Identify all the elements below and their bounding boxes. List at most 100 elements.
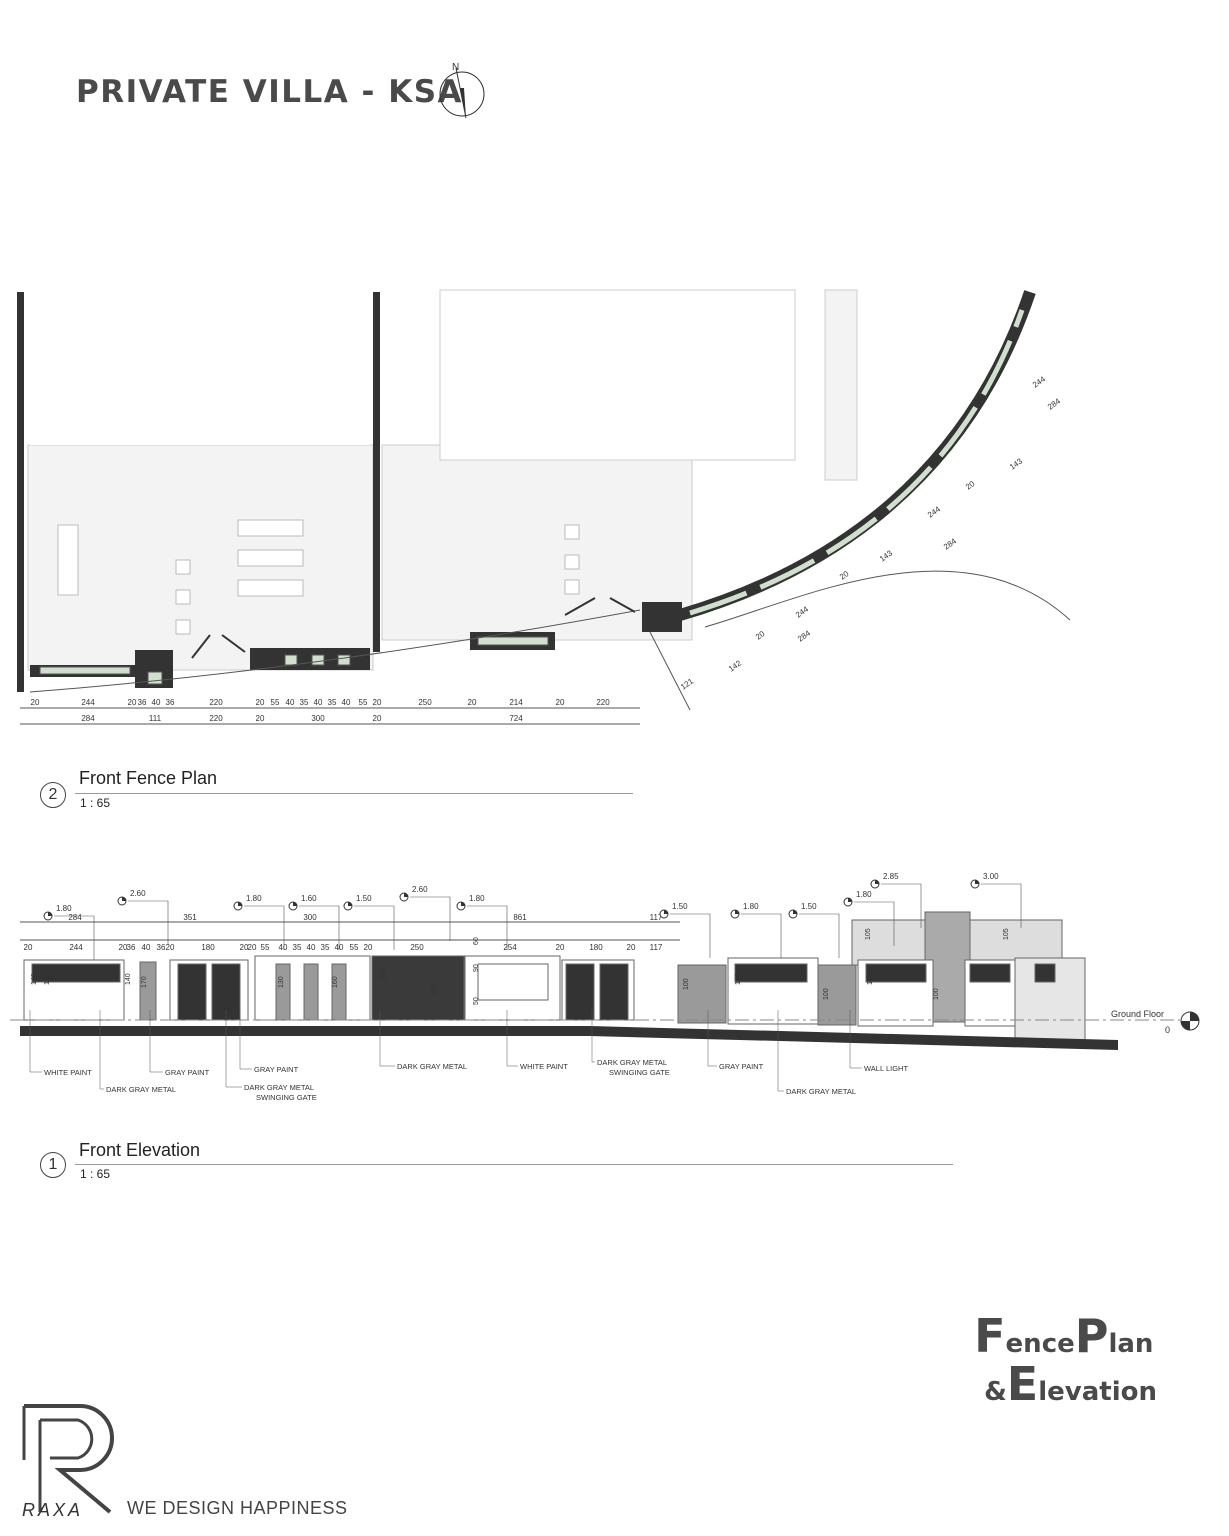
plan-dim-label: 111	[149, 714, 162, 723]
plan-curve-dim-label: 20	[754, 629, 767, 642]
elev-dim-label: 36	[157, 943, 166, 952]
plan-dim-label: 20	[256, 714, 265, 723]
elev-dim-label: 40	[279, 943, 288, 952]
plan-dim-label: 20	[373, 698, 382, 707]
pavers	[57, 519, 580, 635]
elev-dim-label: 20	[556, 943, 565, 952]
elev-dim-label: 20	[166, 943, 175, 952]
plan-curve-dim-label: 20	[838, 569, 851, 582]
level-value: 1.80	[856, 890, 872, 899]
elev-dim-label: 244	[69, 943, 83, 952]
plan-dim-label: 724	[509, 714, 523, 723]
elev-dim-label: 284	[68, 913, 82, 922]
raxa-logo: RAXA	[22, 1404, 114, 1520]
elev-dim-label: 40	[142, 943, 151, 952]
plan-dim-label: 55	[271, 698, 280, 707]
material-label: WALL LIGHT	[864, 1064, 908, 1073]
elevation-title-line	[75, 1164, 953, 1165]
plan-dim-label: 36	[166, 698, 175, 707]
elev-vertical-dim: 50	[473, 997, 480, 1005]
elev-dim-label: 180	[201, 943, 215, 952]
ground-floor-value: 0	[1165, 1025, 1170, 1035]
svg-text:RAXA: RAXA	[22, 1500, 83, 1520]
level-marker: 1.50	[788, 902, 840, 958]
elev-vertical-dim: 140	[125, 973, 132, 985]
level-marker: 1.50	[343, 894, 395, 950]
elev-dim-label: 20	[627, 943, 636, 952]
material-label: DARK GRAY METAL	[397, 1062, 467, 1071]
plan-dim-label: 35	[328, 698, 337, 707]
material-label: DARK GRAY METAL	[244, 1083, 314, 1092]
elev-dim-label: 117	[650, 913, 663, 922]
plan-curve-dim-label: 284	[1046, 396, 1063, 411]
plan-curve-dim-label: 244	[794, 604, 811, 619]
elev-dim-label: 20	[240, 943, 249, 952]
material-label: DARK GRAY METAL	[597, 1058, 667, 1067]
elevation-walls	[23, 911, 1086, 1041]
plan-dim-label: 220	[209, 698, 223, 707]
material-label: GRAY PAINT	[165, 1068, 210, 1077]
project-title: PRIVATE VILLA - KSA	[76, 74, 464, 110]
plan-background	[27, 289, 858, 671]
plan-dim-label: 20	[556, 698, 565, 707]
elev-vertical-dim: 140	[867, 973, 874, 985]
level-marker: 1.80	[843, 890, 895, 946]
plan-dim-label: 40	[314, 698, 323, 707]
plan-dim-label: 220	[596, 698, 610, 707]
material-label: SWINGING GATE	[609, 1068, 670, 1077]
elev-vertical-dim: 100	[823, 988, 830, 1000]
elev-vertical-dim: 105	[1003, 928, 1010, 940]
elev-vertical-dim: 180	[226, 978, 233, 990]
level-value: 2.85	[883, 872, 899, 881]
plan-dim-label: 284	[81, 714, 95, 723]
level-value: 2.60	[412, 885, 428, 894]
swing-gates	[191, 597, 636, 659]
level-marker: 1.60	[288, 894, 340, 950]
plan-dim-label: 220	[209, 714, 223, 723]
elev-dim-label: 20	[119, 943, 128, 952]
level-value: 1.50	[801, 902, 817, 911]
level-marker: 1.80	[233, 894, 285, 950]
plan-view-title: Front Fence Plan	[79, 768, 218, 788]
plan-view-number: 2	[40, 782, 66, 808]
plan-curve-dim-label: 142	[727, 658, 744, 673]
level-marker: 2.85	[870, 872, 922, 928]
elev-dim-label: 35	[321, 943, 330, 952]
property-line	[29, 609, 641, 693]
elev-dim-label: 36	[127, 943, 136, 952]
plan-curve-dim-label: 244	[1031, 374, 1048, 389]
svg-text:N: N	[452, 62, 459, 73]
plan-dim-label: 55	[359, 698, 368, 707]
elev-vertical-dim: 240	[380, 968, 387, 980]
elevation-view-title: Front Elevation	[79, 1140, 201, 1160]
elev-vertical-dim: 105	[865, 928, 872, 940]
plan-curve-dim-label: 143	[878, 548, 895, 563]
material-label: WHITE PAINT	[520, 1062, 568, 1071]
elev-dim-label: 35	[293, 943, 302, 952]
level-value: 1.80	[56, 904, 72, 913]
elev-vertical-dim: 90	[473, 964, 480, 972]
plan-curve-dim-label: 143	[1008, 456, 1025, 471]
north-arrow-icon: N	[439, 62, 485, 119]
elev-vertical-dim: 160	[332, 976, 339, 988]
plan-curve-dim-label: 20	[964, 479, 977, 492]
plan-dim-label: 40	[286, 698, 295, 707]
ground-band	[20, 1026, 1118, 1050]
plan-view-scale: 1 : 65	[80, 796, 111, 810]
elev-dim-label: 861	[513, 913, 527, 922]
material-label: SWINGING GATE	[256, 1093, 317, 1102]
glass-panels	[39, 636, 549, 685]
plan-curve-dim-label: 121	[679, 676, 696, 691]
elev-dim-label: 351	[183, 913, 197, 922]
elev-vertical-dim: 60	[473, 937, 480, 945]
ground-floor-label: Ground Floor	[1111, 1009, 1164, 1019]
plan-dim-label: 250	[418, 698, 432, 707]
elev-dim-label: 250	[410, 943, 424, 952]
level-marker: 2.60	[117, 889, 169, 945]
plan-dim-label: 300	[311, 714, 325, 723]
elev-dim-label: 300	[303, 913, 317, 922]
elev-dim-label: 117	[650, 943, 663, 952]
elev-vertical-dim: 170	[141, 976, 148, 988]
